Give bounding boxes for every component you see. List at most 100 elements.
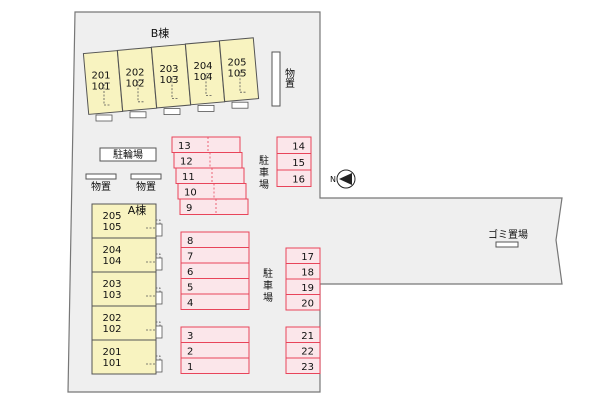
parking-space: 4 xyxy=(180,293,250,310)
building-a-label: A棟 xyxy=(128,203,147,217)
parking-number: 20 xyxy=(301,298,314,309)
parking-space: 3 xyxy=(180,326,250,343)
garbage-area: ゴミ置場 xyxy=(488,228,528,248)
north-label: N xyxy=(330,175,336,184)
storage-right: 物置 xyxy=(271,51,295,107)
unit-number: 201 xyxy=(102,347,121,358)
storage-mid-label: 物置 xyxy=(136,180,156,193)
parking-number: 10 xyxy=(184,187,197,198)
parking-space: 22 xyxy=(285,342,321,359)
parking-space: 11 xyxy=(175,167,245,184)
unit-number: 201 xyxy=(91,71,110,82)
parking-space: 13 xyxy=(171,136,241,153)
parking-number: 14 xyxy=(292,141,305,152)
parking-number: 7 xyxy=(187,251,193,262)
bicycle-parking: 駐輪場 xyxy=(99,147,157,162)
unit-number: 204 xyxy=(193,61,212,72)
parking-space: 6 xyxy=(180,262,250,279)
parking-number: 8 xyxy=(187,236,193,247)
parking-space: 12 xyxy=(173,152,243,169)
parking-space: 9 xyxy=(179,198,249,215)
parking-number: 5 xyxy=(187,282,193,293)
parking-number: 22 xyxy=(301,346,314,357)
parking-space: 21 xyxy=(285,326,321,343)
parking-number: 23 xyxy=(301,362,314,373)
parking-space: 10 xyxy=(177,183,247,200)
parking-number: 16 xyxy=(292,174,305,185)
unit-number: 101 xyxy=(102,358,121,369)
parking-space: 19 xyxy=(285,278,321,295)
parking-space: 17 xyxy=(285,247,321,264)
storage-left: 物置 xyxy=(85,173,117,193)
parking-number: 6 xyxy=(187,267,193,278)
parking-number: 15 xyxy=(292,158,305,169)
parking-space: 8 xyxy=(180,231,250,248)
parking-space: 18 xyxy=(285,263,321,280)
parking-space: 23 xyxy=(285,357,321,374)
parking-number: 11 xyxy=(182,172,195,183)
unit-number: 202 xyxy=(102,313,121,324)
parking-right-a: 17 18 19 20 xyxy=(285,247,321,311)
unit-number: 104 xyxy=(193,72,212,83)
unit-number: 205 xyxy=(102,211,121,222)
building-b-label: B棟 xyxy=(151,26,170,40)
parking-upper-right: 14 15 16 xyxy=(276,136,312,187)
parking-space: 7 xyxy=(180,247,250,264)
parking-mid-left-b: 3 2 1 xyxy=(180,326,250,374)
parking-number: 17 xyxy=(301,252,314,263)
parking-space: 14 xyxy=(276,136,312,154)
parking-number: 21 xyxy=(301,331,314,342)
unit-number: 101 xyxy=(91,82,110,93)
parking-number: 2 xyxy=(187,346,193,357)
unit-number: 104 xyxy=(102,256,121,267)
parking-space: 15 xyxy=(276,153,312,171)
north-arrow-pointer xyxy=(339,173,352,185)
bicycle-parking-label: 駐輪場 xyxy=(113,148,143,161)
parking-number: 12 xyxy=(180,156,193,167)
unit-number: 102 xyxy=(125,78,144,89)
parking-space: 16 xyxy=(276,169,312,187)
parking-number: 1 xyxy=(187,362,193,373)
unit-number: 203 xyxy=(159,64,178,75)
parking-space: 2 xyxy=(180,342,250,359)
unit-number: 103 xyxy=(102,290,121,301)
unit-number: 103 xyxy=(159,75,178,86)
parking-upper-label: 駐車場 xyxy=(257,154,269,191)
parking-number: 18 xyxy=(301,267,314,278)
unit-number: 203 xyxy=(102,279,121,290)
parking-number: 3 xyxy=(187,331,193,342)
parking-space: 20 xyxy=(285,294,321,311)
parking-upper-left: 13 12 11 10 9 xyxy=(171,136,249,215)
unit-number: 105 xyxy=(102,222,121,233)
parking-space: 5 xyxy=(180,278,250,295)
parking-right-b: 21 22 23 xyxy=(285,326,321,374)
unit-number: 105 xyxy=(227,69,246,80)
parking-space: 1 xyxy=(180,357,250,374)
parking-number: 4 xyxy=(187,298,193,309)
garbage-label: ゴミ置場 xyxy=(488,228,528,241)
unit-number: 202 xyxy=(125,67,144,78)
unit-number: 102 xyxy=(102,324,121,335)
unit-number: 204 xyxy=(102,245,121,256)
parking-mid-left-a: 8 7 6 5 4 xyxy=(180,231,250,310)
north-arrow: N xyxy=(330,169,356,189)
parking-number: 19 xyxy=(301,283,314,294)
storage-left-label: 物置 xyxy=(91,180,111,193)
parking-number: 13 xyxy=(178,141,191,152)
storage-mid: 物置 xyxy=(130,173,162,193)
unit-number: 205 xyxy=(227,58,246,69)
parking-number: 9 xyxy=(186,203,192,214)
